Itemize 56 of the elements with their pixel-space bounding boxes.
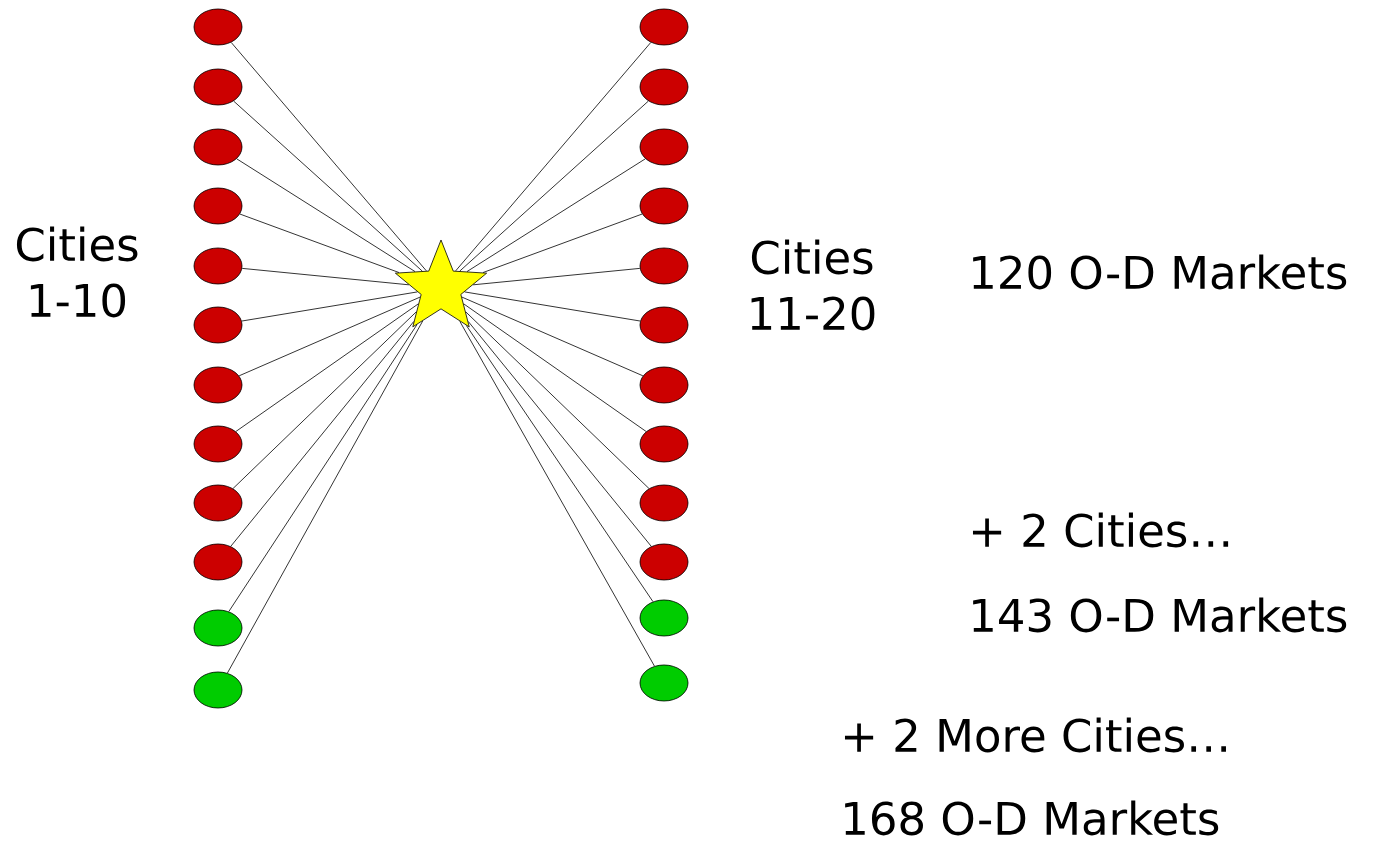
group-label: Cities 11-20 [751,239,875,331]
city-circle [193,366,243,404]
city-circle [193,8,243,46]
note-text: + 2 Cities… [973,512,1229,548]
connector-line [238,296,421,377]
note-text: + 2 More Cities… [845,717,1226,753]
city-circle [639,187,689,225]
city-circle [193,306,243,344]
connector-line [232,311,417,489]
city-circle [639,425,689,463]
city-circle [193,247,243,285]
market-count: 120 O-D Markets [973,254,1347,290]
city-circle [639,247,689,285]
connector-line [230,321,415,547]
city-circle [639,8,689,46]
connector-line [461,296,644,377]
city-circle [193,543,243,581]
connector-line [236,158,416,272]
market-count: 143 O-D Markets [973,597,1347,633]
connector-line [455,42,652,272]
connector-line [465,325,654,602]
group-label: Cities 1-10 [16,226,138,318]
connector-line [459,320,655,667]
connector-line [472,268,641,286]
city-circle [639,306,689,344]
connector-line [482,213,643,273]
connector-line [233,100,423,272]
connector-line [241,291,418,322]
connector-line [463,303,647,432]
city-circle [639,664,689,702]
city-circle [193,671,243,709]
hub-star [394,239,488,328]
connector-line [235,303,419,432]
city-circle [639,128,689,166]
city-circle [193,128,243,166]
connector-line [459,100,649,272]
city-circle [193,484,243,522]
connector-line [466,158,646,272]
connector-line [239,213,400,273]
connector-line [464,291,641,322]
city-circle [193,609,243,647]
connector-line [230,42,427,272]
city-circle [639,484,689,522]
market-count: 168 O-D Markets [845,800,1219,836]
city-circle [193,187,243,225]
connector-line [228,324,418,612]
connector-line [465,311,650,489]
connector-line [227,320,424,674]
city-circle [193,68,243,106]
city-circle [193,425,243,463]
connector-line [467,321,652,547]
city-circle [639,68,689,106]
connector-line [241,268,410,286]
city-circle [639,543,689,581]
city-circle [639,599,689,637]
city-circle [639,366,689,404]
